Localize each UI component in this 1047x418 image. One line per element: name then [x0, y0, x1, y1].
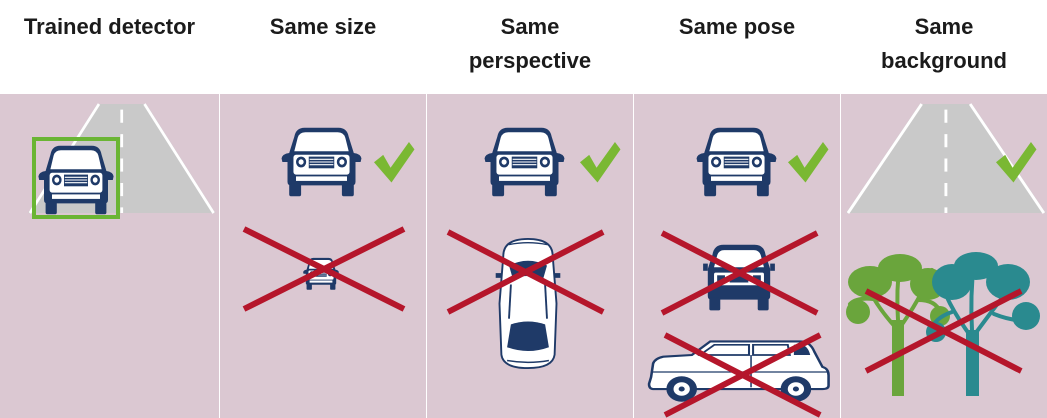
checkmark-icon	[580, 142, 620, 182]
road-icon	[846, 104, 1046, 213]
checkmark-icon	[374, 142, 414, 182]
car-rear-icon	[703, 245, 775, 311]
car-front-icon	[282, 128, 362, 196]
car-front-icon	[485, 128, 565, 196]
car-front-icon	[697, 128, 777, 196]
checkmark-icon	[788, 142, 828, 182]
red-x-icon	[866, 291, 1021, 371]
red-x-icon	[244, 229, 404, 309]
